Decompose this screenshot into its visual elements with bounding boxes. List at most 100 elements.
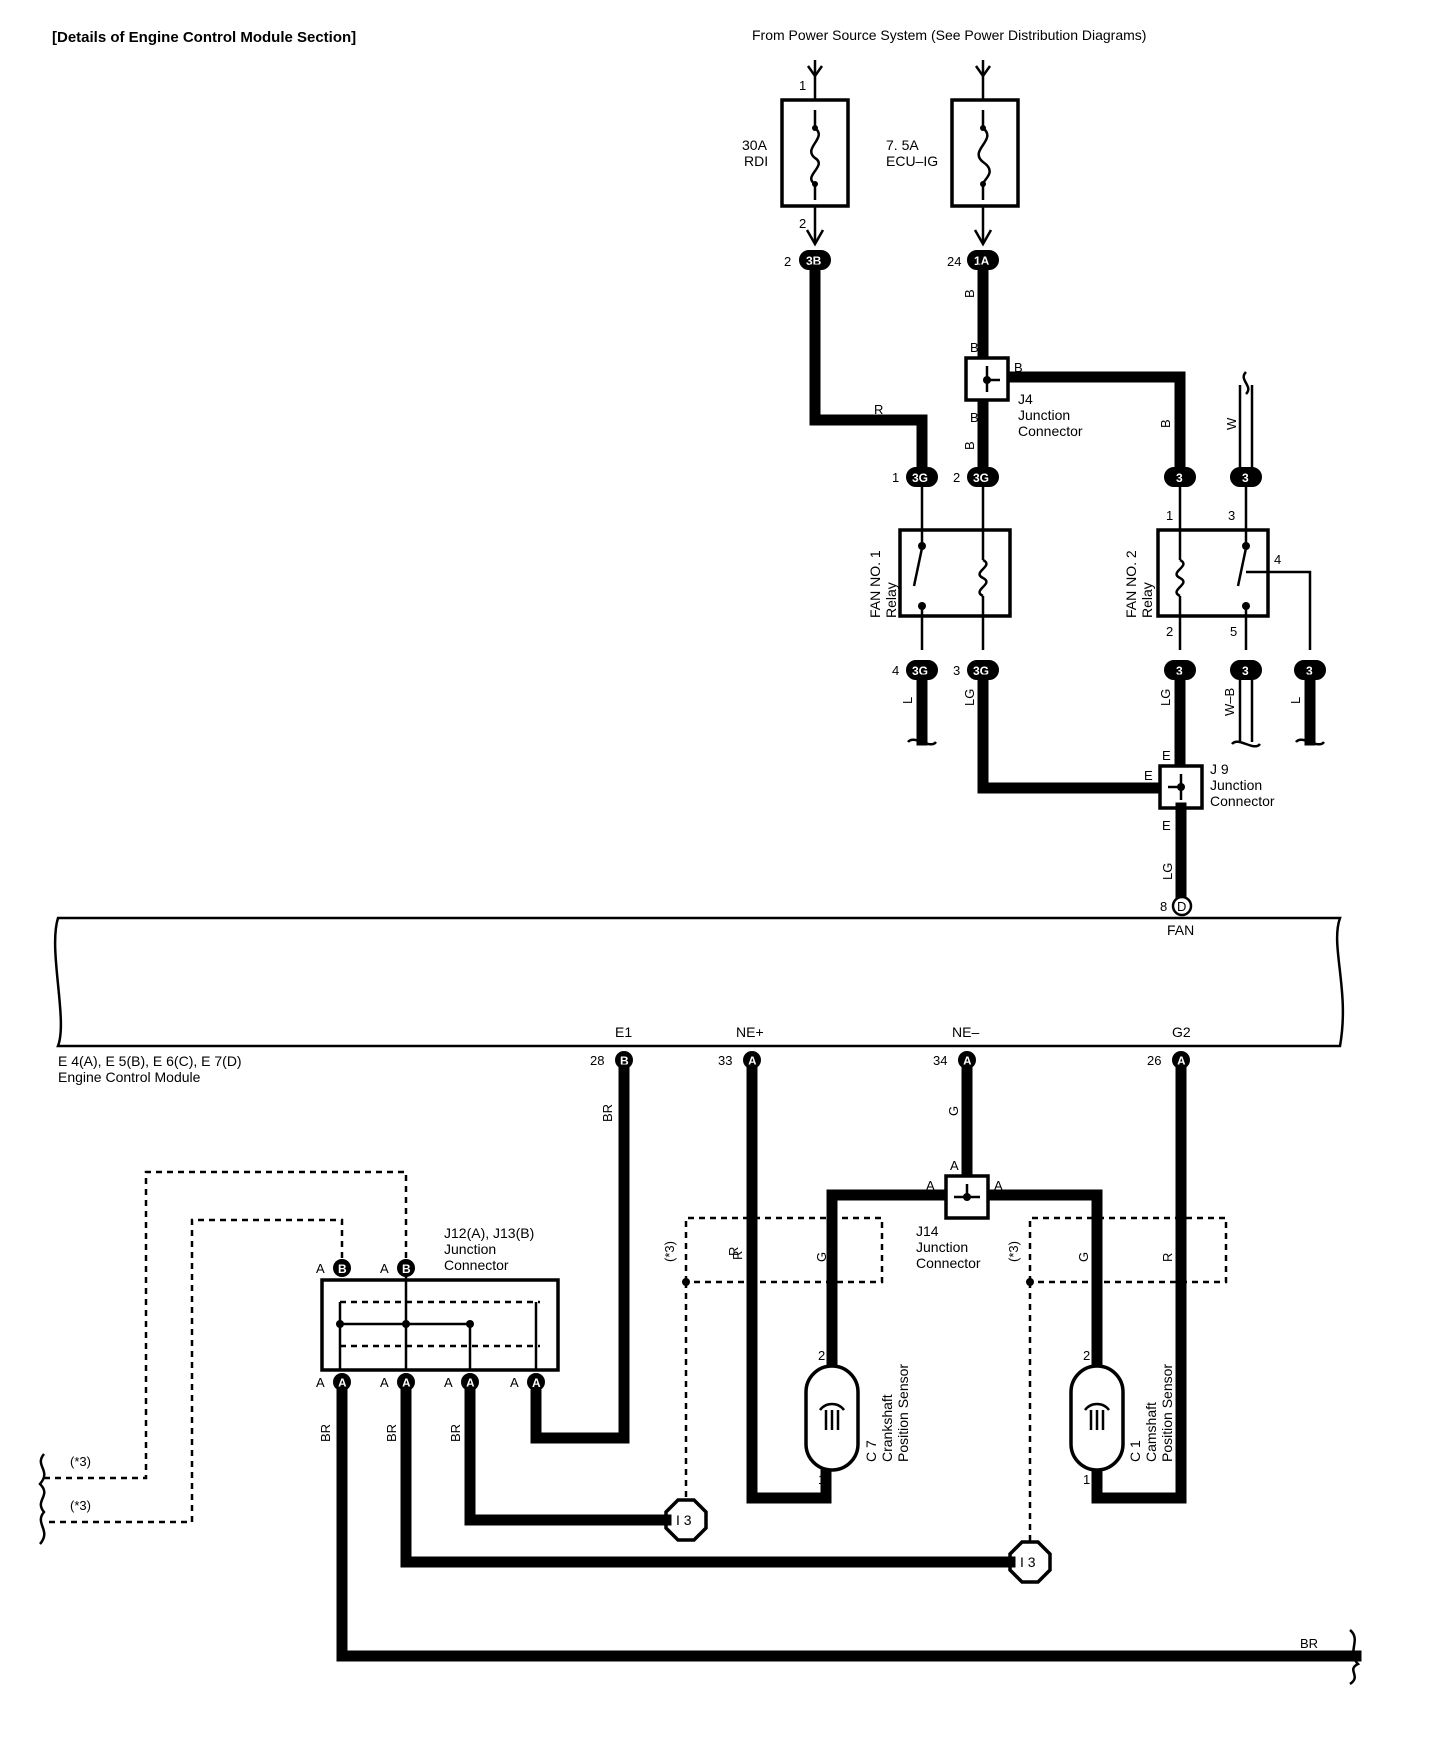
j4-desc1: Junction — [1018, 407, 1070, 423]
relay-fan1-name2: Relay — [883, 582, 899, 618]
shield-dash-inner — [44, 1218, 344, 1524]
power-arrow-left — [806, 60, 824, 100]
svg-text:3: 3 — [1176, 471, 1183, 485]
shield-dash-outer — [44, 1170, 408, 1480]
connector-3g-pin3-label: 3 — [953, 663, 960, 678]
j9-name: J 9 — [1210, 761, 1229, 777]
ecm-nep-label: NE+ — [736, 1024, 764, 1040]
relay-fan1-name1: FAN NO. 1 — [867, 550, 883, 618]
c7-pin-bottom: 1 — [818, 1472, 825, 1487]
relay-fan-no-1 — [898, 486, 1012, 650]
wire-w-label: W — [1224, 417, 1239, 430]
j9-desc1: Junction — [1210, 777, 1262, 793]
relay-fan2-pin4: 4 — [1274, 552, 1281, 567]
ground-i3-upper-label: I 3 — [676, 1512, 692, 1528]
c1-id: C 1 — [1127, 1440, 1143, 1462]
svg-text:A: A — [1177, 1054, 1186, 1068]
svg-text:3G: 3G — [912, 471, 928, 485]
crankshaft-position-sensor — [804, 1364, 860, 1472]
j12-desc2: Connector — [444, 1257, 509, 1273]
wire-l-label-fan2: L — [1288, 697, 1303, 704]
wire-br-i3-upper — [464, 1386, 672, 1526]
wire-r-rdi — [809, 264, 928, 476]
fuse-ecu-ig-rating: 7. 5A — [886, 137, 919, 153]
c1-pin-bottom: 1 — [1083, 1472, 1090, 1487]
fuse-rdi-rating: 30A — [742, 137, 768, 153]
j9-pin-bottom: E — [1162, 818, 1171, 833]
wire-br-label-3: BR — [448, 1424, 463, 1442]
c1-pin-top: 2 — [1083, 1348, 1090, 1363]
wire-r-g2 — [1091, 1064, 1187, 1504]
wire-r-label: R — [874, 402, 883, 417]
svg-text:B: B — [620, 1054, 629, 1068]
svg-text:A: A — [316, 1261, 325, 1276]
j13-pin-b-right — [397, 1259, 415, 1277]
connector-3g-pin1-label: 1 — [892, 470, 899, 485]
svg-text:3: 3 — [1242, 471, 1249, 485]
j13-pin-b-left — [333, 1259, 351, 1277]
svg-text:3G: 3G — [973, 471, 989, 485]
fuse-ecu-ig-name: ECU–IG — [886, 153, 938, 169]
svg-text:3: 3 — [1306, 664, 1313, 678]
power-arrow-right — [974, 60, 992, 100]
svg-text:3: 3 — [1176, 664, 1183, 678]
j14-desc2: Connector — [916, 1255, 981, 1271]
j9-desc2: Connector — [1210, 793, 1275, 809]
wire-lg-label-fan: LG — [1160, 863, 1175, 880]
svg-text:B: B — [402, 1262, 411, 1276]
shield-note-left-2: (*3) — [70, 1498, 91, 1513]
ecm-fan-pin — [1171, 895, 1193, 917]
j14-desc1: Junction — [916, 1239, 968, 1255]
wire-r-label-shield-c7: R — [726, 1247, 741, 1256]
wire-g-c7 — [826, 1189, 954, 1366]
ecm-name2: Engine Control Module — [58, 1069, 201, 1085]
wire-r-label-nep: R — [730, 1251, 745, 1260]
shield-c1 — [1028, 1216, 1228, 1284]
j14-pin-right: A — [994, 1178, 1003, 1193]
relay-fan-no-2 — [1156, 486, 1312, 650]
relay-fan2-name1: FAN NO. 2 — [1123, 550, 1139, 618]
ecm-nep-pin-number: 33 — [718, 1053, 732, 1068]
connector-3-fan2-pin5 — [1230, 660, 1262, 680]
power-source-label: From Power Source System (See Power Dist… — [752, 27, 1146, 43]
wire-g-label-c1: G — [1076, 1252, 1091, 1262]
j4-pin-right: B — [1014, 360, 1023, 375]
j14-pin-left: A — [926, 1178, 935, 1193]
shield-c7 — [684, 1216, 884, 1284]
camshaft-position-sensor — [1069, 1364, 1125, 1472]
j9-pin-top: E — [1162, 748, 1171, 763]
svg-text:3: 3 — [1242, 664, 1249, 678]
shield-c7-note: (*3) — [662, 1241, 677, 1262]
c7-id: C 7 — [863, 1440, 879, 1462]
diagram-title: [Details of Engine Control Module Sectio… — [52, 29, 356, 46]
connector-3b-pin: 2 — [784, 254, 791, 269]
j4-pin-top: B — [970, 340, 979, 355]
engine-control-module — [53, 916, 1345, 1048]
ecm-nem-label: NE– — [952, 1024, 979, 1040]
wire-lg-fan1 — [977, 674, 1166, 794]
ecm-nem-pin-number: 34 — [933, 1053, 947, 1068]
wire-br-label-main: BR — [1300, 1636, 1318, 1651]
connector-1a-pin: 24 — [947, 254, 961, 269]
ecm-fan-pin-number: 8 — [1160, 899, 1167, 914]
svg-text:B: B — [338, 1262, 347, 1276]
junction-j9 — [1158, 764, 1204, 810]
j12-name: J12(A), J13(B) — [444, 1225, 534, 1241]
wire-br-label-1: BR — [318, 1424, 333, 1442]
svg-text:A: A — [466, 1376, 475, 1390]
ecm-g2-label: G2 — [1172, 1024, 1191, 1040]
wire-l-label-fan1: L — [900, 697, 915, 704]
relay-fan2-pin3: 3 — [1228, 508, 1235, 523]
relay-fan2-name2: Relay — [1139, 582, 1155, 618]
wire-b-fan2 — [989, 371, 1186, 476]
c7-name2: Position Sensor — [895, 1364, 911, 1462]
ecm-name1: E 4(A), E 5(B), E 6(C), E 7(D) — [58, 1053, 242, 1069]
svg-text:A: A — [402, 1376, 411, 1390]
svg-text:D: D — [1177, 899, 1186, 914]
svg-text:A: A — [316, 1375, 325, 1390]
svg-text:A: A — [380, 1261, 389, 1276]
c7-pin-top: 2 — [818, 1348, 825, 1363]
j14-name: J14 — [916, 1223, 939, 1239]
c7-name1: Crankshaft — [879, 1394, 895, 1462]
